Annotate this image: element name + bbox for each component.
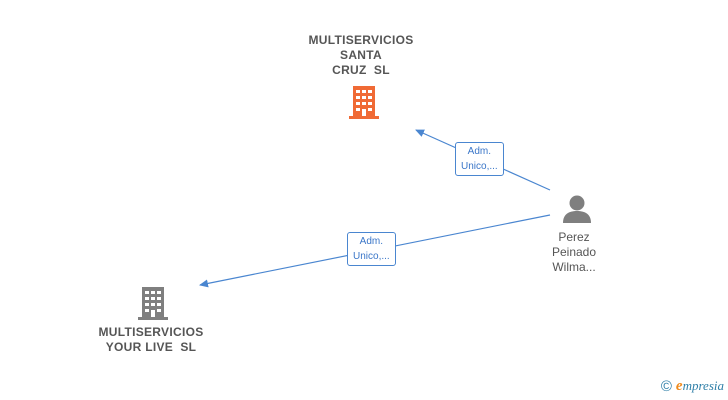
copyright-icon: © <box>660 378 672 395</box>
top-company-name-line3: CRUZ SL <box>332 63 390 77</box>
top-company-name-line2: SANTA <box>340 48 382 62</box>
edge-label-top[interactable]: Adm. Unico,... <box>455 142 504 176</box>
footer-brand[interactable]: © empresia <box>661 378 724 395</box>
person-icon[interactable] <box>561 194 593 224</box>
top-company-name-line1: MULTISERVICIOS <box>308 33 414 47</box>
top-company-name[interactable]: MULTISERVICIOS SANTA CRUZ SL <box>296 33 426 78</box>
edge-label-bottom[interactable]: Adm. Unico,... <box>347 232 396 266</box>
person-name[interactable]: Perez Peinado Wilma... <box>534 230 614 275</box>
brand-logo: empresia <box>676 378 724 395</box>
building-icon[interactable] <box>136 285 170 321</box>
edge-label-bottom-line2: Unico,... <box>353 251 390 262</box>
bottom-company-name[interactable]: MULTISERVICIOS YOUR LIVE SL <box>86 325 216 355</box>
bottom-company-name-line2: YOUR LIVE SL <box>105 340 197 354</box>
edge-label-bottom-line1: Adm. <box>359 236 384 247</box>
person-name-line2: Peinado <box>551 245 597 259</box>
bottom-company-name-line1: MULTISERVICIOS <box>98 325 204 339</box>
brand-initial: e <box>675 378 683 394</box>
edge-label-top-line1: Adm. <box>467 146 492 157</box>
brand-rest: mpresia <box>682 378 724 393</box>
building-icon[interactable] <box>347 84 381 120</box>
person-name-line1: Perez <box>558 230 590 244</box>
edge-label-top-line2: Unico,... <box>461 161 498 172</box>
person-name-line3: Wilma... <box>552 260 596 274</box>
